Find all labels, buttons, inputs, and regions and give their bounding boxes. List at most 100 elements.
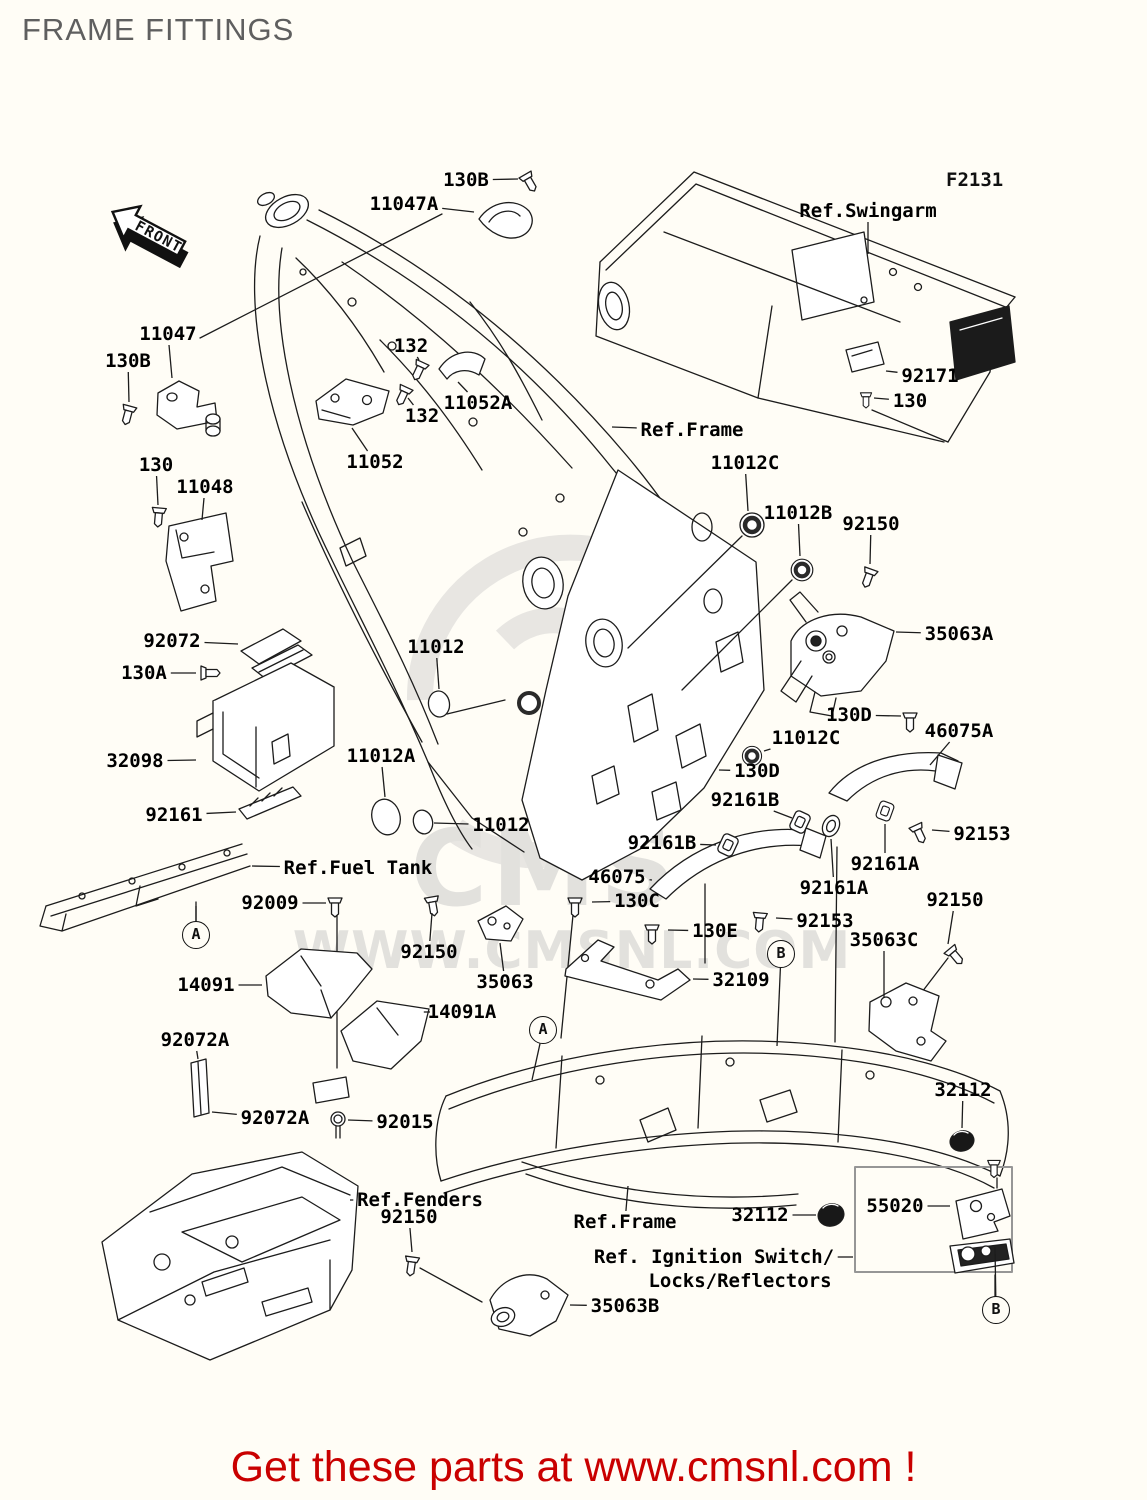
leader-line <box>416 356 420 361</box>
part-number-label: 11012C <box>710 452 780 474</box>
cmsnl-banner-link[interactable]: Get these parts at www.cmsnl.com ! <box>230 1443 917 1491</box>
part-number-label: 92150 <box>926 889 984 911</box>
part-number-label: 14091 <box>177 974 235 996</box>
ref-label: Ref.Frame <box>573 1211 677 1233</box>
part-number-label: 92009 <box>241 892 299 914</box>
part-number-label: 130E <box>692 920 738 942</box>
leader-line <box>127 371 130 403</box>
leader-line <box>196 1050 199 1060</box>
part-number-label: 130A <box>121 662 167 684</box>
part-number-label: 11047A <box>369 193 439 215</box>
leader-line <box>155 475 159 506</box>
part-number-label: 35063C <box>849 929 919 951</box>
leader-line <box>994 1246 997 1297</box>
figure-code: F2131 <box>946 169 1004 191</box>
leader-line <box>347 1119 373 1122</box>
callout-circle-A: A <box>182 921 210 949</box>
part-number-label: 11012B <box>763 502 833 524</box>
part-number-label: 92015 <box>376 1111 434 1133</box>
leader-line <box>947 910 954 945</box>
leader-line <box>499 942 505 972</box>
small-parts-drawing <box>39 201 963 1337</box>
part-number-label: 92171 <box>901 365 959 387</box>
part-number-label: 46075 <box>588 866 646 888</box>
part-number-label: 32109 <box>712 969 770 991</box>
part-number-label: 92072 <box>143 630 201 652</box>
part-number-label: 35063B <box>590 1295 660 1317</box>
part-number-label: 92161B <box>710 789 780 811</box>
leader-line <box>168 344 173 379</box>
part-number-label: 92150 <box>842 513 900 535</box>
leader-line <box>625 1185 629 1212</box>
part-number-label: 11012 <box>472 814 530 836</box>
part-number-label: 11012A <box>346 745 416 767</box>
rear-subframe-drawing <box>435 1035 1009 1227</box>
part-number-label: 11012C <box>771 727 841 749</box>
part-number-label: 92072A <box>160 1029 230 1051</box>
part-number-label: 92150 <box>400 941 458 963</box>
part-number-label: 11012 <box>407 636 465 658</box>
part-number-label: 11052 <box>346 451 404 473</box>
leader-line <box>407 397 414 406</box>
leader-line <box>773 810 793 819</box>
leader-line <box>745 473 749 512</box>
leader-line <box>763 748 771 752</box>
part-number-label: 92153 <box>953 823 1011 845</box>
part-number-label: 130D <box>826 704 872 726</box>
leader-line <box>409 1227 413 1253</box>
leader-line <box>433 822 469 825</box>
part-number-label: 130B <box>105 350 151 372</box>
part-number-label: 132 <box>404 405 440 427</box>
callout-circle-B: B <box>982 1296 1010 1324</box>
part-number-label: 14091A <box>427 1001 497 1023</box>
part-number-label: 11048 <box>176 476 234 498</box>
leader-line <box>776 967 782 1047</box>
ref-label: Ref.Fenders <box>357 1189 483 1211</box>
part-number-label: 130B <box>443 169 489 191</box>
leader-line <box>201 497 205 521</box>
leader-line <box>442 207 475 213</box>
leader-line <box>611 426 637 429</box>
leader-line <box>885 370 898 373</box>
ref-label: Ref.Frame <box>640 419 744 441</box>
callout-circle-B: B <box>767 940 795 968</box>
leader-line <box>961 1100 964 1129</box>
leader-line <box>797 523 801 557</box>
leader-line <box>211 1111 237 1116</box>
part-number-label: 92161A <box>799 877 869 899</box>
part-number-label: 132 <box>393 335 429 357</box>
leader-line <box>251 865 280 868</box>
part-number-label: 130D <box>734 760 780 782</box>
leader-line <box>929 741 951 766</box>
part-number-label: 32112 <box>731 1204 789 1226</box>
part-number-label: 92153 <box>796 910 854 932</box>
part-number-label: 11052A <box>443 392 513 414</box>
leader-line <box>931 829 950 833</box>
part-number-label: 130 <box>138 454 174 476</box>
part-number-label: 92161B <box>627 832 697 854</box>
part-number-label: 32098 <box>106 750 164 772</box>
leader-line <box>429 912 433 942</box>
part-number-label: 92072A <box>240 1107 310 1129</box>
leader-line <box>873 397 889 400</box>
leader-line <box>869 534 872 565</box>
part-number-label: 35063A <box>924 623 994 645</box>
leader-line <box>775 917 793 920</box>
frame-drawing <box>253 191 765 881</box>
ignition-switch-drawing <box>854 1166 1015 1297</box>
part-number-label: 92161 <box>145 804 203 826</box>
leader-line <box>351 427 369 452</box>
leader-line <box>531 1043 541 1081</box>
leader-line <box>700 843 717 846</box>
part-number-label: 130 <box>892 390 928 412</box>
leader-line <box>204 641 239 645</box>
leader-line <box>830 838 834 878</box>
leader-line <box>895 631 921 634</box>
ref-label: Ref.Swingarm <box>799 200 937 222</box>
part-number-label: 32112 <box>934 1079 992 1101</box>
part-number-label: 92161A <box>850 853 920 875</box>
